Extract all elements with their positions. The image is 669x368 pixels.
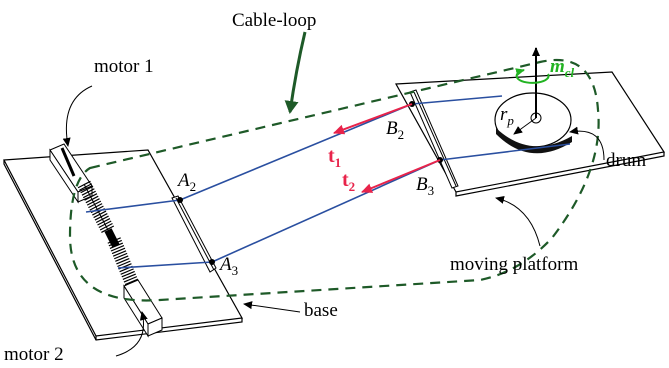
motor-2-label: motor 2	[4, 344, 64, 365]
moving-platform-pointer	[495, 195, 541, 247]
base-plate	[3, 149, 243, 341]
cable-upper-platform	[411, 95, 503, 105]
motor-2-body	[123, 279, 163, 338]
cable-a3-b3	[211, 159, 441, 263]
drum-pointer	[569, 126, 605, 161]
cable-loop-outline	[68, 58, 600, 302]
spring-upper	[77, 180, 115, 234]
tension-t2-arrow	[361, 159, 441, 193]
rp-label: rp	[500, 104, 514, 128]
motor-2-pointer	[115, 311, 148, 357]
cable-a2-b2	[179, 103, 413, 201]
cable-lower-base	[117, 261, 213, 269]
motor-1-pointer	[62, 85, 93, 147]
drum-label: drum	[606, 150, 646, 171]
cable-loop-pointer	[284, 31, 307, 114]
base-label: base	[304, 300, 338, 321]
cable-loop-label: Cable-loop	[232, 10, 316, 31]
cable-upper-base	[85, 199, 181, 213]
base-bracket	[171, 195, 217, 273]
point-a2	[177, 197, 183, 203]
b3-label: B3	[416, 174, 434, 198]
base-pointer	[243, 301, 301, 313]
a3-label: A3	[218, 254, 238, 278]
moving-platform-label: moving platform	[450, 254, 578, 275]
point-a3	[209, 259, 215, 265]
moment-mcl-arrow	[515, 68, 550, 84]
cables	[85, 95, 571, 269]
mcl-label: mcl	[550, 56, 575, 80]
drum	[494, 92, 572, 154]
a2-label: A2	[176, 170, 196, 194]
spring-lower	[107, 237, 141, 291]
cable-lower-platform	[439, 143, 571, 161]
motor-1-label: motor 1	[94, 56, 154, 77]
anchor-points	[177, 101, 443, 265]
t1-label: t1	[328, 145, 341, 170]
b2-label: B2	[386, 118, 404, 142]
t2-label: t2	[342, 169, 355, 194]
tension-t1-arrow	[333, 103, 413, 135]
